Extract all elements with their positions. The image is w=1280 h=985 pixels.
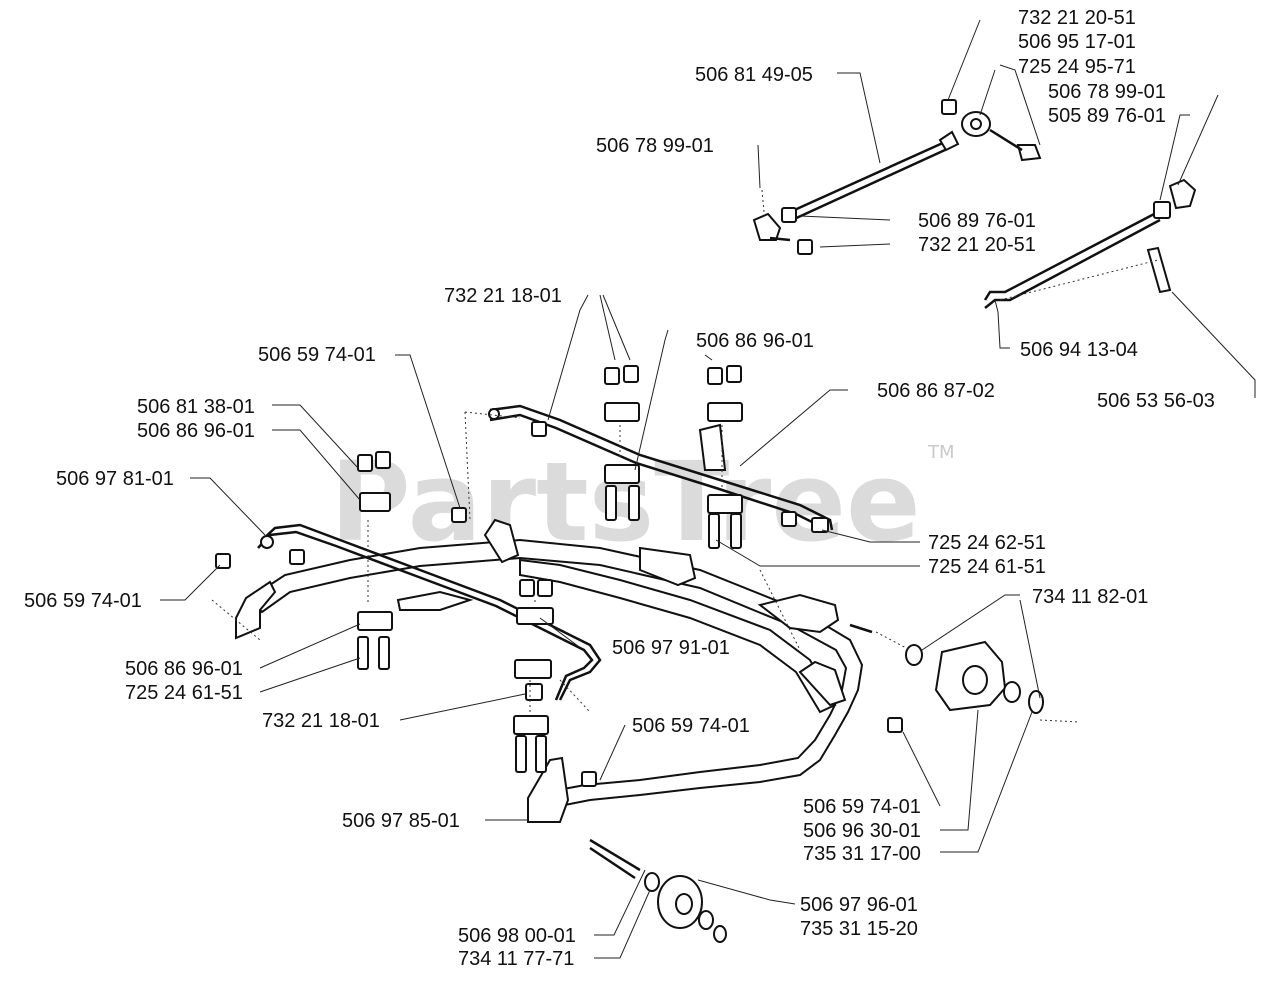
part-labels: 732 21 20-51 506 95 17-01 725 24 95-71 5… bbox=[24, 7, 1215, 970]
label-734-11-82-01: 734 11 82-01 bbox=[1032, 586, 1148, 608]
label-506-53-56-03: 506 53 56-03 bbox=[1097, 390, 1215, 412]
upper-linkage bbox=[752, 99, 1042, 255]
label-506-86-96-01-left: 506 86 96-01 bbox=[137, 420, 255, 442]
label-735-31-15-20: 735 31 15-20 bbox=[800, 918, 918, 940]
label-732-21-18-01-top: 732 21 18-01 bbox=[444, 285, 562, 307]
label-506-78-99-01-left: 506 78 99-01 bbox=[596, 135, 714, 157]
small-fasteners bbox=[215, 421, 903, 787]
label-506-86-96-01-low: 506 86 96-01 bbox=[125, 658, 243, 680]
label-506-98-00-01: 506 98 00-01 bbox=[458, 925, 576, 947]
wheel-right bbox=[849, 623, 1044, 714]
label-725-24-61-51-right: 725 24 61-51 bbox=[928, 556, 1046, 578]
leader-lines bbox=[160, 19, 1256, 959]
label-506-89-76-01: 506 89 76-01 bbox=[918, 210, 1036, 232]
label-506-59-74-01-left: 506 59 74-01 bbox=[24, 590, 142, 612]
label-732-21-18-01-low: 732 21 18-01 bbox=[262, 710, 380, 732]
label-506-59-74-01-right: 506 59 74-01 bbox=[803, 796, 921, 818]
label-506-81-38-01: 506 81 38-01 bbox=[137, 396, 255, 418]
label-505-89-76-01: 505 89 76-01 bbox=[1048, 105, 1166, 127]
label-506-59-74-01-mid: 506 59 74-01 bbox=[632, 715, 750, 737]
label-732-21-20-51-top: 732 21 20-51 bbox=[1018, 7, 1136, 29]
label-506-78-99-01-right: 506 78 99-01 bbox=[1048, 81, 1166, 103]
label-725-24-62-51: 725 24 62-51 bbox=[928, 532, 1046, 554]
right-linkage-rod bbox=[983, 178, 1197, 309]
label-506-97-81-01: 506 97 81-01 bbox=[56, 468, 174, 490]
label-734-11-77-71: 734 11 77-71 bbox=[458, 948, 574, 970]
main-frame bbox=[235, 518, 864, 823]
label-725-24-95-71: 725 24 95-71 bbox=[1018, 56, 1136, 78]
watermark-trademark: TM bbox=[927, 442, 955, 463]
label-506-86-96-01-top: 506 86 96-01 bbox=[696, 330, 814, 352]
label-506-97-85-01: 506 97 85-01 bbox=[342, 810, 460, 832]
label-735-31-17-00: 735 31 17-00 bbox=[803, 843, 921, 865]
label-506-86-87-02: 506 86 87-02 bbox=[877, 380, 995, 402]
label-506-96-30-01: 506 96 30-01 bbox=[803, 820, 921, 842]
wheel-bottom bbox=[589, 838, 727, 943]
label-506-97-96-01: 506 97 96-01 bbox=[800, 894, 918, 916]
label-732-21-20-51-mid: 732 21 20-51 bbox=[918, 234, 1036, 256]
label-506-81-49-05: 506 81 49-05 bbox=[695, 64, 813, 86]
label-506-97-91-01: 506 97 91-01 bbox=[612, 637, 730, 659]
label-506-95-17-01: 506 95 17-01 bbox=[1018, 31, 1136, 53]
label-506-94-13-04: 506 94 13-04 bbox=[1020, 339, 1138, 361]
label-506-59-74-01-top: 506 59 74-01 bbox=[258, 344, 376, 366]
label-725-24-61-51-low: 725 24 61-51 bbox=[125, 682, 243, 704]
